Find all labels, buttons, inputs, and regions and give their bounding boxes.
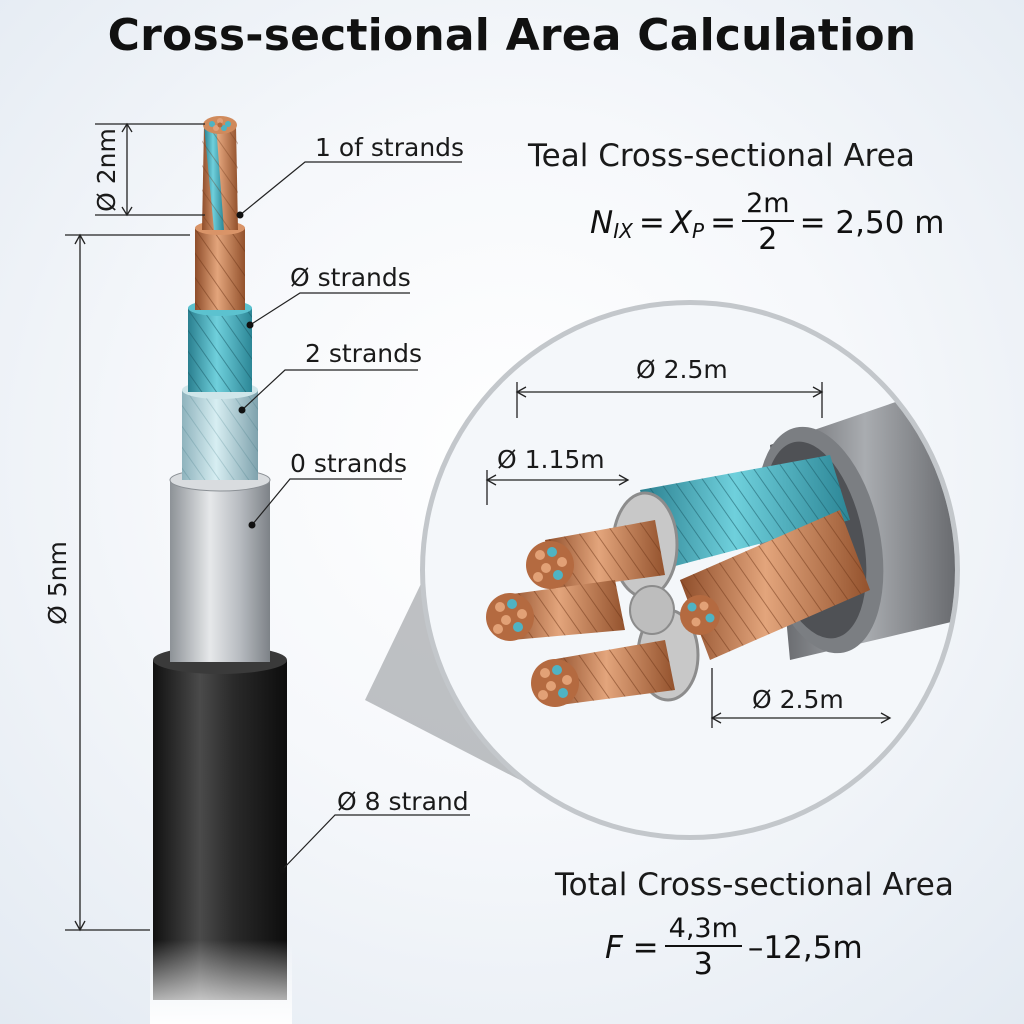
teal-numerator: 2m <box>742 190 794 222</box>
label-zoom-bottom-diameter: Ø 2.5m <box>752 685 844 714</box>
teal-mid-var: X <box>670 204 693 241</box>
dimension-lines-left <box>65 122 205 932</box>
label-8-strand: Ø 8 strand <box>337 787 469 816</box>
total-numerator: 4,3m <box>664 915 742 947</box>
leader-lines <box>239 161 470 871</box>
teal-area-heading: Teal Cross-sectional Area <box>528 138 915 174</box>
total-fraction: 4,3m 3 <box>664 915 742 982</box>
total-area-formula: F = 4,3m 3 –12,5m <box>605 915 863 980</box>
teal-lhs-sub: IX <box>613 218 633 243</box>
teal-mid-sub: P <box>692 218 705 243</box>
leader-dots <box>236 211 286 874</box>
label-0-strands: 0 strands <box>290 449 407 478</box>
page-title: Cross-sectional Area Calculation <box>107 10 917 61</box>
cable-illustration <box>150 116 292 1024</box>
label-1-of-strands: 1 of strands <box>315 133 464 162</box>
zoom-dimension-lines <box>485 382 892 728</box>
label-overall-diameter: Ø 5nm <box>43 541 72 625</box>
total-lhs: F = <box>605 929 659 966</box>
total-area-heading: Total Cross-sectional Area <box>555 867 954 903</box>
label-top-diameter: Ø 2nm <box>92 128 121 212</box>
label-2-strands: 2 strands <box>305 339 422 368</box>
label-zoom-left-diameter: Ø 1.15m <box>497 445 605 474</box>
teal-result: = 2,50 m <box>799 204 945 241</box>
total-result: –12,5m <box>747 929 863 966</box>
total-denominator: 3 <box>693 947 713 982</box>
zoomed-cable-cross-section <box>486 380 955 707</box>
label-zoom-top-diameter: Ø 2.5m <box>636 355 728 384</box>
teal-lhs-var: N <box>590 204 614 241</box>
label-phi-strands: Ø strands <box>290 263 411 292</box>
teal-denominator: 2 <box>758 222 778 257</box>
teal-fraction: 2m 2 <box>742 190 794 257</box>
